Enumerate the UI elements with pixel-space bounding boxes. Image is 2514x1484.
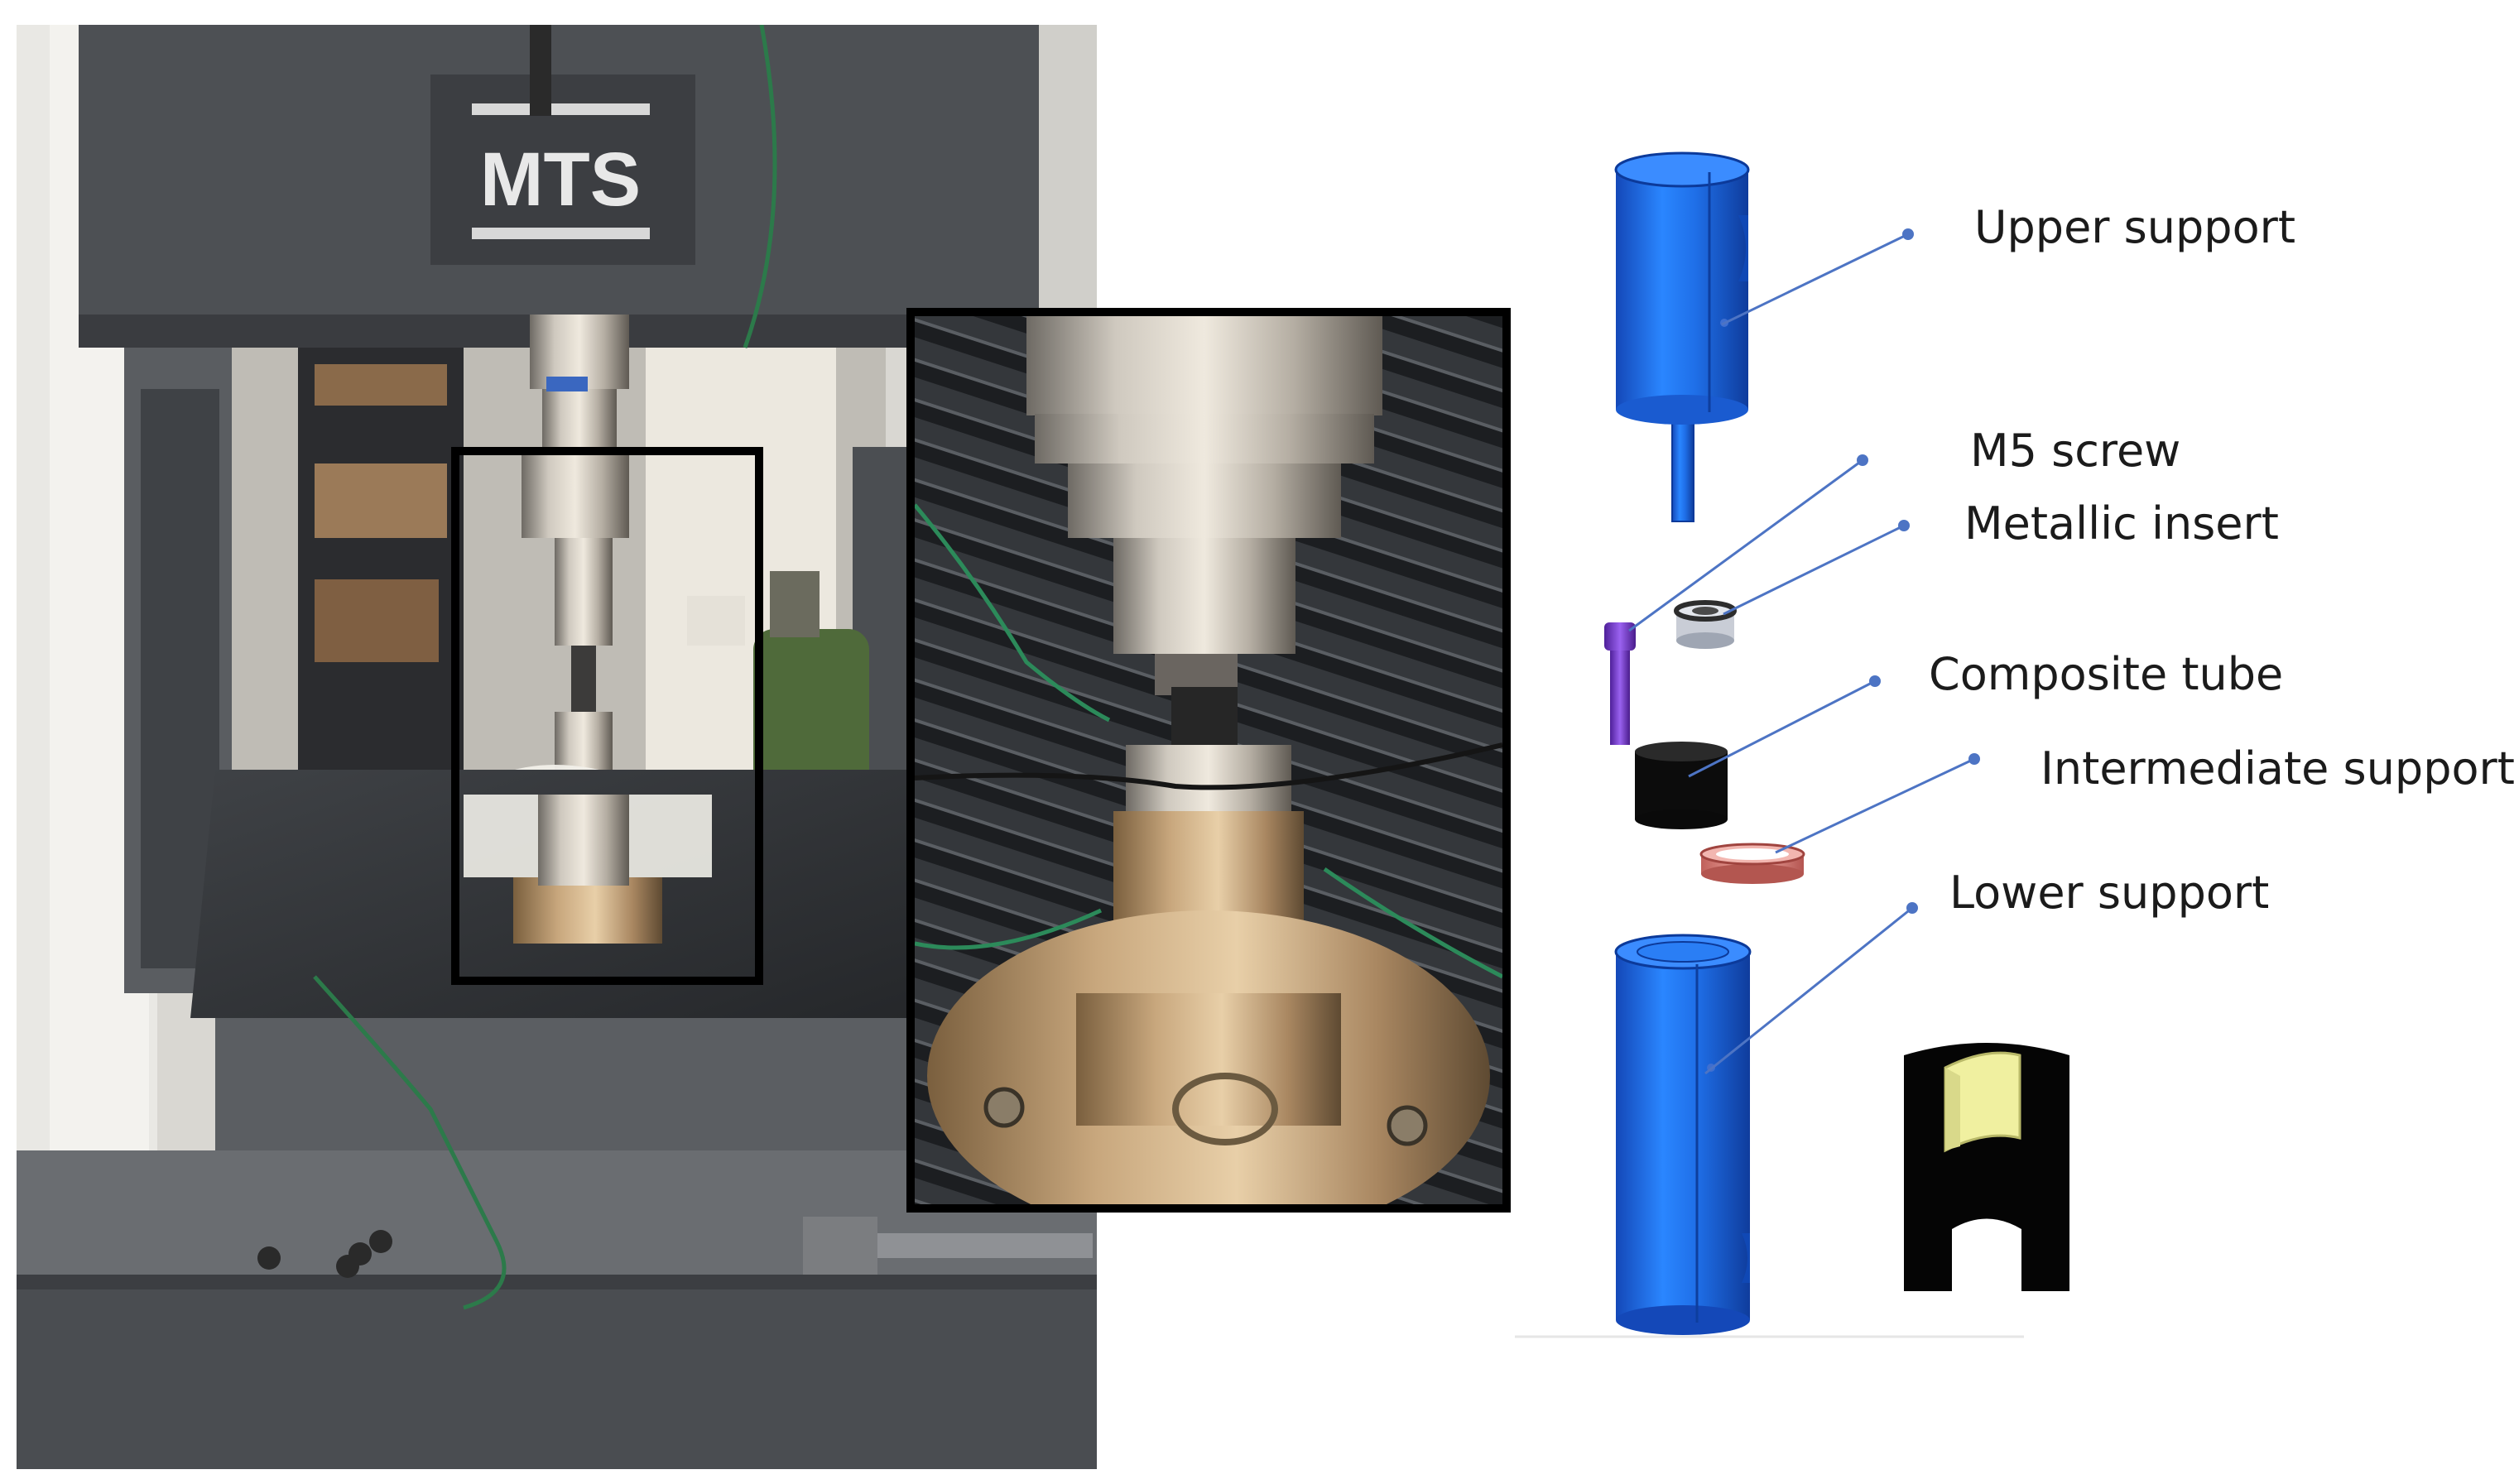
label-intermediate-support: Intermediate support xyxy=(2041,742,2514,795)
leader-lines xyxy=(1628,228,1980,1075)
exploded-cad-assembly xyxy=(1515,151,2069,1338)
zoom-inset-photo xyxy=(906,308,1511,1213)
upper-support-part xyxy=(1614,151,1750,522)
inset-frame xyxy=(906,308,1511,1213)
intermediate-support-part xyxy=(1699,843,1805,884)
m5-screw-part xyxy=(1604,622,1636,745)
label-lower-support: Lower support xyxy=(1949,867,2270,919)
test-machine-photo: MTS xyxy=(17,25,1097,1469)
tube-section-view xyxy=(1904,1043,2069,1291)
lower-support-part xyxy=(1614,934,1752,1335)
svg-text:MTS: MTS xyxy=(480,137,641,222)
label-m5-screw: M5 screw xyxy=(1970,425,2181,477)
metallic-insert-part xyxy=(1674,600,1737,649)
label-upper-support: Upper support xyxy=(1974,201,2295,253)
highlight-frame xyxy=(451,447,763,985)
mts-logo: MTS xyxy=(430,74,695,265)
label-composite-tube: Composite tube xyxy=(1929,648,2284,700)
composite-tube-part xyxy=(1635,742,1728,829)
label-metallic-insert: Metallic insert xyxy=(1964,497,2279,550)
